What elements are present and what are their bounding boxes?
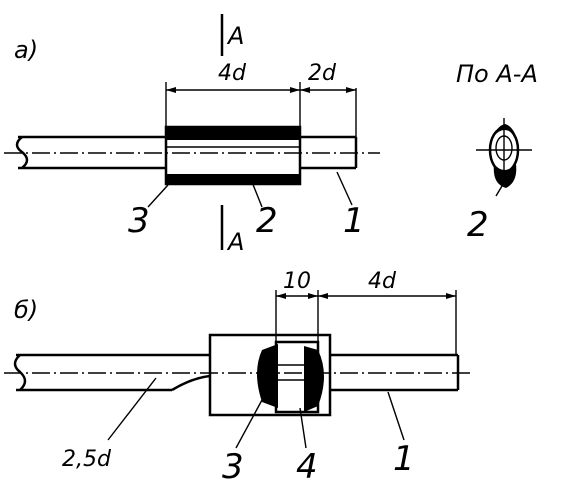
figure-a: а) A — [4, 14, 380, 256]
dimension-a: 4d 2d — [165, 61, 357, 137]
dim-2d-a: 2d — [308, 61, 337, 86]
section-view: По А-А 2 — [456, 60, 538, 245]
dim-taper-b: 2,5d — [62, 447, 112, 472]
section-mark-bottom: A — [226, 228, 244, 256]
weld-left — [257, 344, 278, 408]
figure-b-label: б) — [14, 296, 38, 324]
weld-bottom — [166, 174, 300, 184]
rod-b — [13, 353, 460, 392]
callout-4-b: 4 — [296, 447, 318, 485]
section-weld — [493, 164, 517, 188]
dim-10-b: 10 — [283, 269, 311, 294]
callout-2-section: 2 — [467, 205, 489, 245]
sleeve-b — [208, 333, 332, 417]
rod-a — [15, 135, 358, 170]
figure-a-label: а) — [14, 36, 38, 64]
callout-3-a: 3 — [128, 201, 150, 241]
dim-4d-b: 4d — [368, 269, 397, 294]
weld-right — [304, 346, 324, 412]
callout-1-b: 1 — [393, 439, 415, 479]
callout-1-a: 1 — [343, 201, 365, 241]
dimension-b: 10 4d — [275, 269, 457, 355]
weld-top — [166, 127, 300, 140]
figure-b: б) — [4, 269, 470, 485]
callout-2-a: 2 — [256, 201, 278, 241]
callout-3-b: 3 — [222, 447, 244, 485]
sleeve-a — [164, 125, 302, 186]
section-mark-top: A — [226, 22, 244, 50]
section-view-title: По А-А — [456, 60, 538, 88]
dim-4d-a: 4d — [218, 61, 247, 86]
